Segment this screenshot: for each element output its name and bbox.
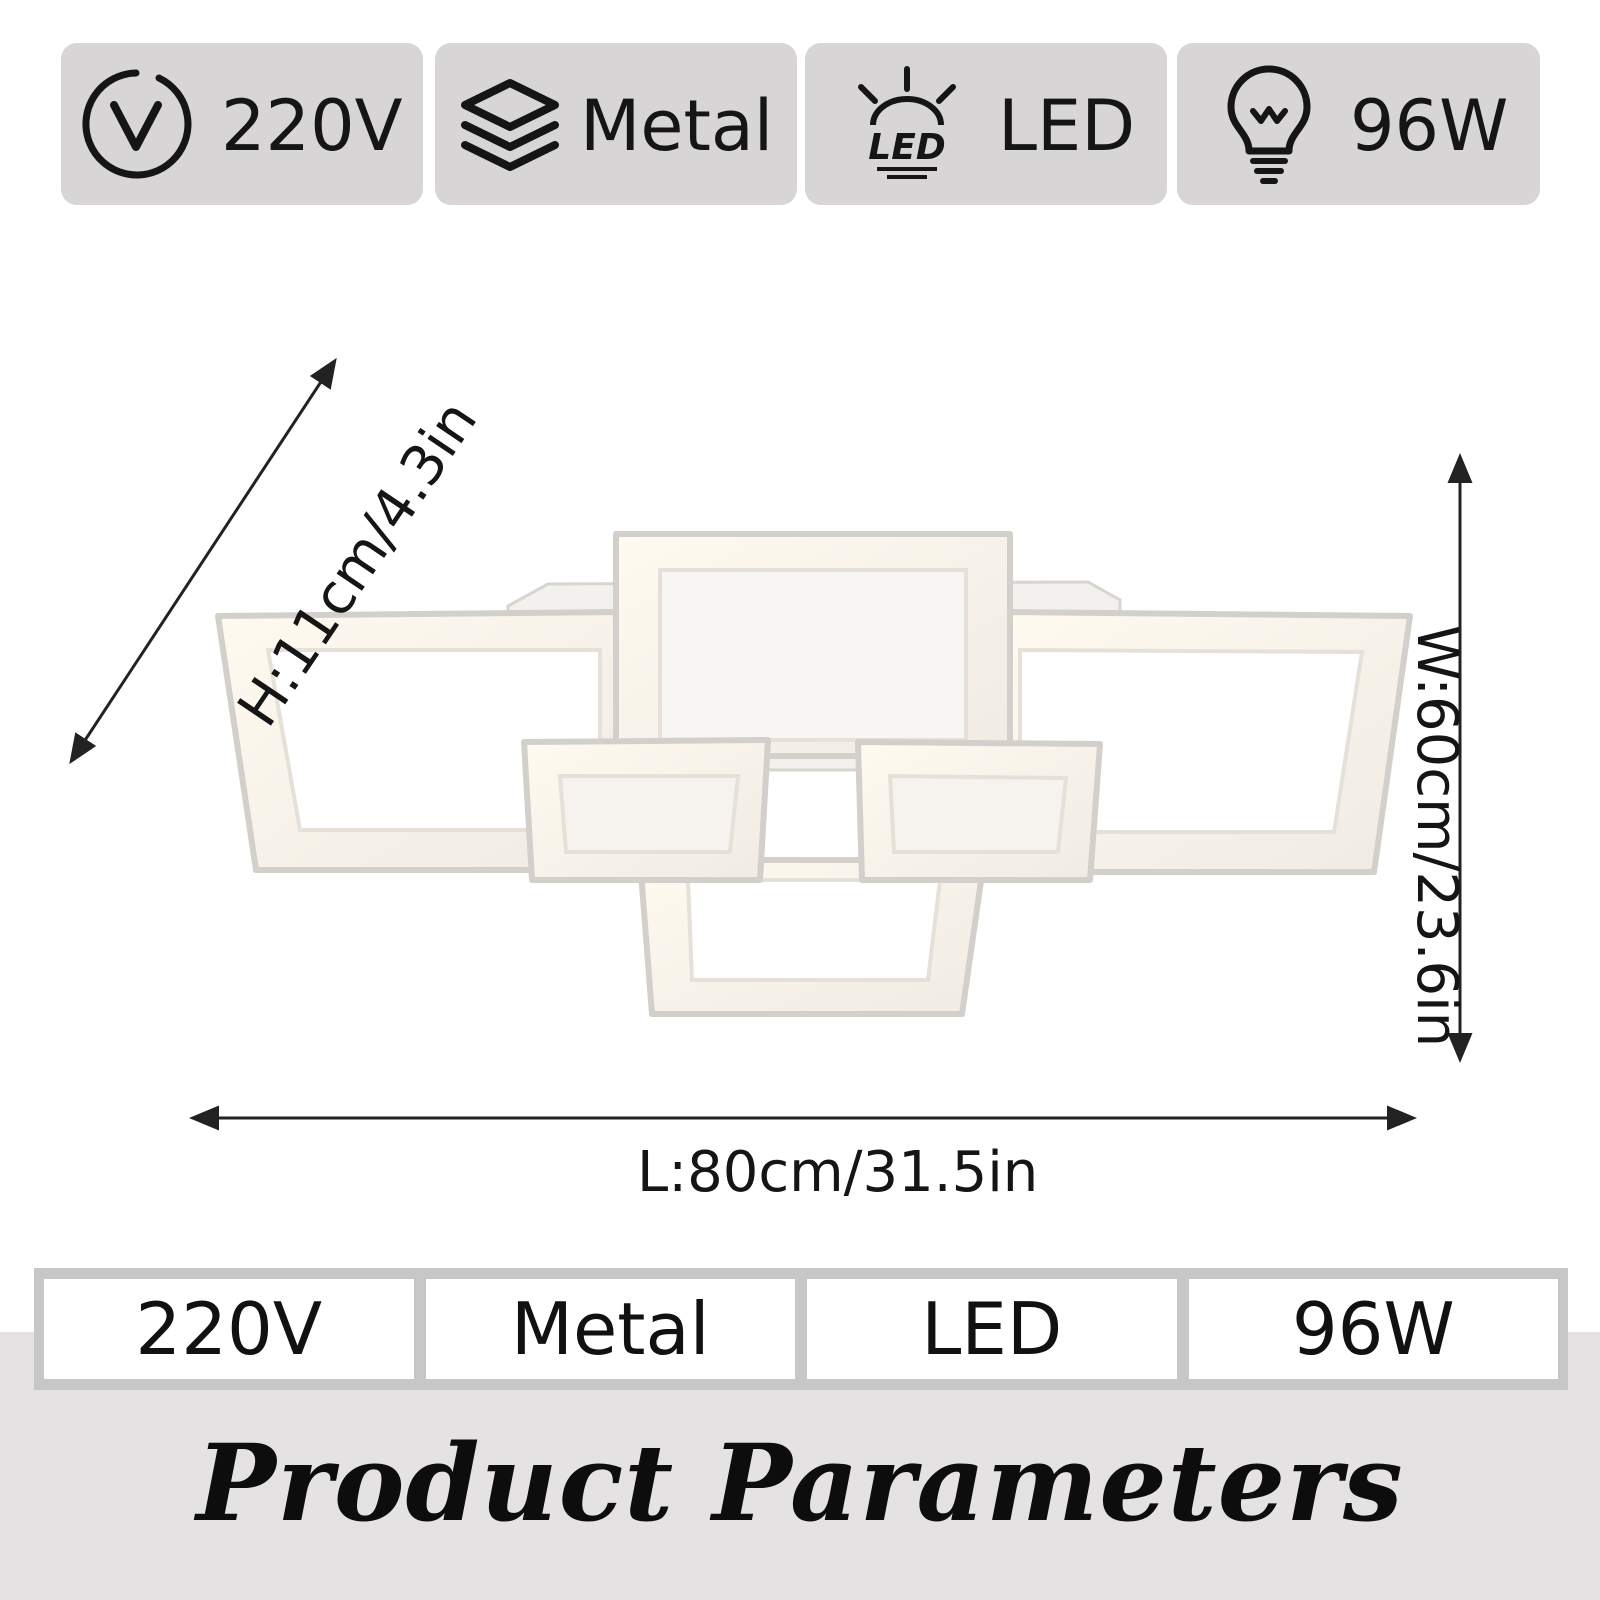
spec-table: 220V Metal LED 96W [34, 1268, 1568, 1390]
spec-cell: 96W [1188, 1279, 1558, 1379]
badge-label: 96W [1350, 85, 1509, 167]
led-frame-small-right [855, 739, 1103, 883]
spec-cell: 220V [44, 1279, 414, 1379]
led-frame-top [613, 531, 1013, 759]
badge-material: Metal [435, 43, 797, 205]
led-frame-small-left [521, 737, 771, 883]
light-bulb-icon [1219, 63, 1319, 192]
spec-cell: Metal [425, 1279, 795, 1379]
badge-label: 220V [221, 85, 403, 167]
width-label: W:60cm/23.6in [1404, 625, 1469, 1048]
badge-voltage: 220V [61, 43, 423, 205]
length-label: L:80cm/31.5in [637, 1140, 1039, 1205]
badge-power: 96W [1177, 43, 1540, 205]
page-title: Product Parameters [196, 1420, 1404, 1545]
height-arrow [69, 357, 337, 765]
led-frame-right [997, 609, 1413, 875]
badge-light-source: LED LED [805, 43, 1167, 205]
layers-icon [455, 77, 565, 181]
badge-label: LED [998, 85, 1136, 167]
voltage-v-circle-icon [79, 67, 193, 185]
svg-text:LED: LED [868, 127, 945, 168]
led-frame-bottom [637, 857, 987, 1017]
badge-label: Metal [580, 85, 774, 167]
spec-cell: LED [807, 1279, 1177, 1379]
led-light-icon: LED [847, 63, 967, 192]
